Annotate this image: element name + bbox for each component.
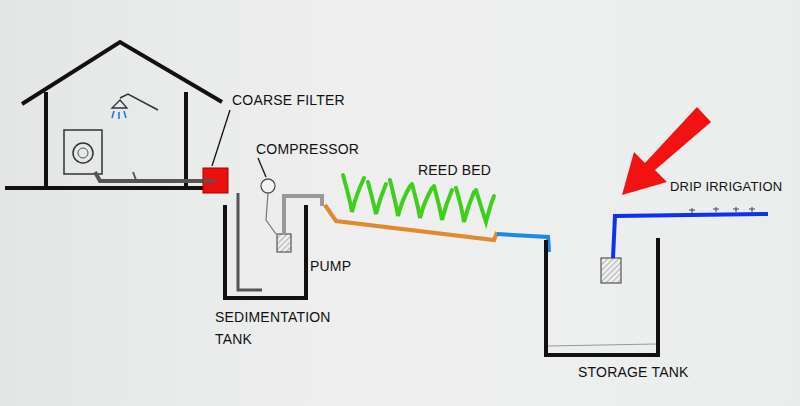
storage-tank [546, 238, 658, 355]
reeds [343, 175, 494, 222]
house [5, 42, 222, 188]
coarse-filter [203, 168, 228, 193]
compressor [261, 179, 275, 193]
tank-label: SEDIMENTATION TANK [215, 306, 345, 350]
part-label: COARSE FILTER [232, 92, 345, 109]
drippers [689, 207, 755, 213]
pump [277, 234, 291, 252]
part-label: REED BED [418, 162, 491, 179]
tank-label: STORAGE TANK [578, 364, 689, 381]
part-label: PUMP [310, 258, 351, 275]
part-label: DRIP IRRIGATION [670, 178, 782, 195]
storage-pump [601, 258, 621, 283]
part-label: COMPRESSOR [256, 141, 359, 158]
